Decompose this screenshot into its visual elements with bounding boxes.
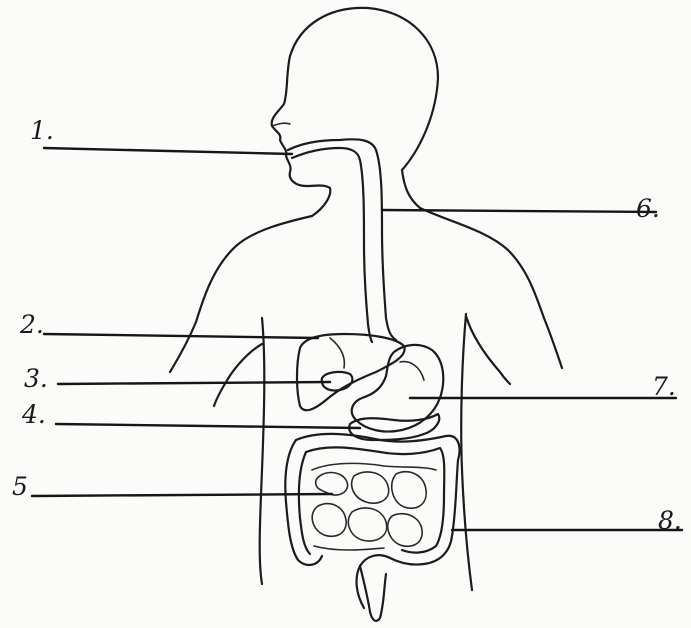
label-2: 2.: [20, 312, 44, 337]
large-intestine-outer: [296, 434, 460, 608]
label-4: 4.: [22, 402, 46, 427]
leader-line-2: [44, 334, 318, 338]
liver: [297, 334, 405, 410]
label-1: 1.: [30, 118, 54, 143]
liver-lobe-line: [330, 338, 344, 368]
stomach-inner: [400, 362, 424, 380]
leader-line-4: [56, 424, 360, 428]
leader-line-5: [32, 494, 332, 496]
rectum: [360, 566, 386, 621]
mouth-tube-inner: [292, 148, 372, 342]
small-intestine-coil-2: [352, 472, 389, 503]
small-intestine-coil-4: [312, 504, 346, 537]
shoulder-left: [170, 216, 312, 372]
label-6: 6.: [636, 196, 660, 221]
large-intestine-inner: [306, 447, 444, 552]
label-7: 7.: [652, 374, 676, 399]
torso-left: [260, 318, 265, 584]
arm-inner-right: [466, 316, 510, 384]
mouth-tube-outer: [288, 139, 396, 340]
small-intestine-coil-6: [388, 514, 422, 547]
small-intestine-coil-3: [392, 472, 426, 509]
ascending-colon-inner: [299, 452, 310, 554]
neck-right: [402, 170, 420, 208]
label-3: 3.: [24, 366, 48, 391]
leader-line-6: [382, 210, 656, 212]
head-outline: [272, 8, 438, 216]
leader-line-3: [58, 382, 330, 384]
shoulder-right: [420, 208, 562, 368]
leader-line-1: [44, 148, 292, 154]
small-intestine-coil-5: [348, 508, 386, 541]
small-intestine-coil-1: [316, 473, 348, 496]
torso-right: [461, 314, 472, 590]
label-5: 5: [12, 474, 28, 499]
arm-inner-left: [214, 344, 262, 406]
label-8: 8.: [658, 508, 682, 533]
nose-line: [272, 123, 290, 126]
